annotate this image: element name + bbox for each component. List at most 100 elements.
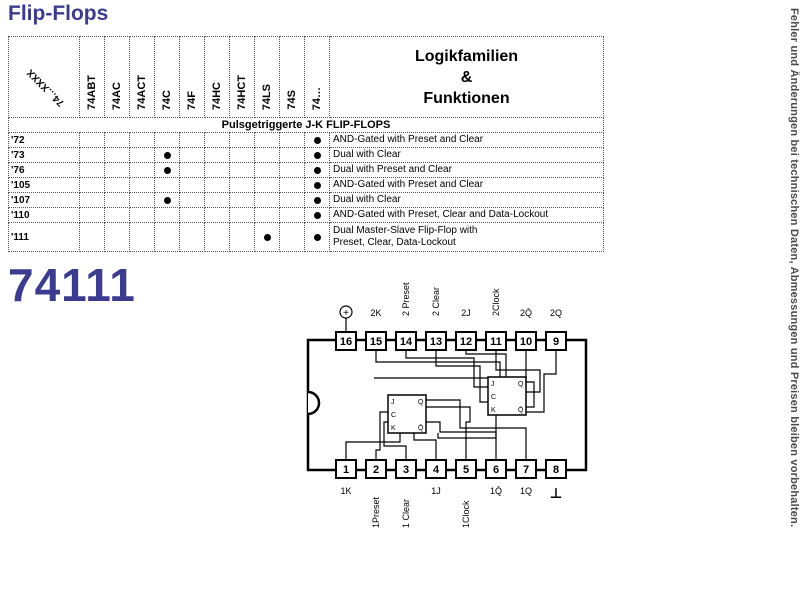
pin-label: 2 Clear	[431, 287, 441, 316]
function-description: Dual with Clear	[329, 147, 604, 163]
pin-label: 1J	[431, 486, 441, 496]
function-description: AND-Gated with Preset, Clear and Data-Lo…	[329, 207, 604, 223]
family-cell	[279, 177, 305, 193]
ff-pin-label: Q	[418, 399, 424, 406]
family-cell	[279, 222, 305, 252]
disclaimer-note: Fehler und Änderungen bei technischen Da…	[788, 8, 800, 528]
family-label: 74C	[161, 89, 173, 110]
family-cell	[204, 147, 230, 163]
family-cell	[179, 207, 205, 223]
pin-label: 2J	[461, 308, 471, 318]
ic-wire	[413, 433, 437, 460]
family-cell	[254, 222, 280, 252]
family-cell	[129, 162, 155, 178]
ground-icon: ⊥	[550, 486, 563, 502]
pin-box	[395, 459, 417, 479]
page-title: Flip-Flops	[8, 2, 109, 25]
pin-box	[515, 331, 537, 351]
family-cell	[79, 147, 105, 163]
description-line: Dual with Clear	[333, 194, 401, 205]
family-cell	[129, 222, 155, 252]
family-cell	[304, 132, 330, 148]
family-cell	[229, 177, 255, 193]
pin-label: 2Clock	[491, 288, 501, 316]
description-line: Preset, Clear, Data-Lockout	[333, 237, 456, 248]
section-title: Pulsgetriggerte J-K FLIP-FLOPS	[8, 117, 604, 133]
family-cell	[229, 132, 255, 148]
family-cell	[204, 222, 230, 252]
family-cell	[79, 162, 105, 178]
family-cell	[104, 147, 130, 163]
family-cell	[154, 177, 180, 193]
family-cell	[179, 192, 205, 208]
availability-dot	[313, 166, 321, 174]
family-label: 74…	[311, 86, 323, 110]
family-cell	[179, 222, 205, 252]
vcc-symbol: +	[343, 308, 349, 319]
pin-label: 1 Clear	[401, 499, 411, 528]
pin-label: 2K	[370, 308, 381, 318]
family-cell	[204, 177, 230, 193]
family-cell	[79, 207, 105, 223]
family-cell	[229, 222, 255, 252]
family-cell	[104, 162, 130, 178]
pin-number: 11	[490, 336, 502, 348]
family-cell	[154, 192, 180, 208]
header-series-label: 74…XXXX	[25, 66, 67, 109]
part-code-cell: '105	[8, 177, 80, 193]
pin-box	[335, 459, 357, 479]
ic-wire	[495, 350, 541, 393]
family-cell	[254, 147, 280, 163]
family-cell	[229, 162, 255, 178]
pin-box	[485, 459, 507, 479]
header-family: 74…	[304, 36, 330, 118]
family-cell	[304, 162, 330, 178]
pin-number: 15	[370, 336, 382, 348]
family-cell	[154, 147, 180, 163]
ic-notch	[307, 390, 321, 416]
availability-dot	[313, 211, 321, 219]
ff-pin-label: Q	[518, 381, 524, 388]
part-code-cell: '73	[8, 147, 80, 163]
family-label: 74AC	[111, 81, 123, 110]
part-code-cell: '107	[8, 192, 80, 208]
family-cell	[229, 207, 255, 223]
ic-wire	[426, 399, 527, 460]
family-cell	[254, 177, 280, 193]
pin-number: 5	[463, 464, 469, 476]
ff-pin-label: J	[391, 399, 395, 406]
availability-dot	[313, 136, 321, 144]
family-label: 74HC	[211, 81, 223, 110]
family-cell	[104, 177, 130, 193]
description-line: Dual with Clear	[333, 149, 401, 160]
family-cell	[154, 132, 180, 148]
family-cell	[279, 147, 305, 163]
family-label: 74ACT	[136, 75, 148, 110]
family-cell	[304, 147, 330, 163]
family-cell	[104, 207, 130, 223]
family-cell	[129, 192, 155, 208]
ic-wire	[426, 406, 471, 460]
family-cell	[154, 162, 180, 178]
pin-number: 6	[493, 464, 499, 476]
availability-dot	[163, 166, 171, 174]
function-description: AND-Gated with Preset and Clear	[329, 132, 604, 148]
ic-wire	[437, 415, 497, 439]
family-cell	[279, 132, 305, 148]
vcc-icon: +	[339, 305, 353, 332]
pin-number: 8	[553, 464, 559, 476]
header-series: 74…XXXX	[8, 36, 80, 118]
family-cell	[104, 192, 130, 208]
pin-label: 1K	[340, 486, 351, 496]
family-cell	[154, 222, 180, 252]
pin-box	[455, 459, 477, 479]
ff-pin-label: K	[491, 407, 496, 414]
pin-label: 1Clock	[461, 500, 471, 528]
header-family: 74ACT	[129, 36, 155, 118]
